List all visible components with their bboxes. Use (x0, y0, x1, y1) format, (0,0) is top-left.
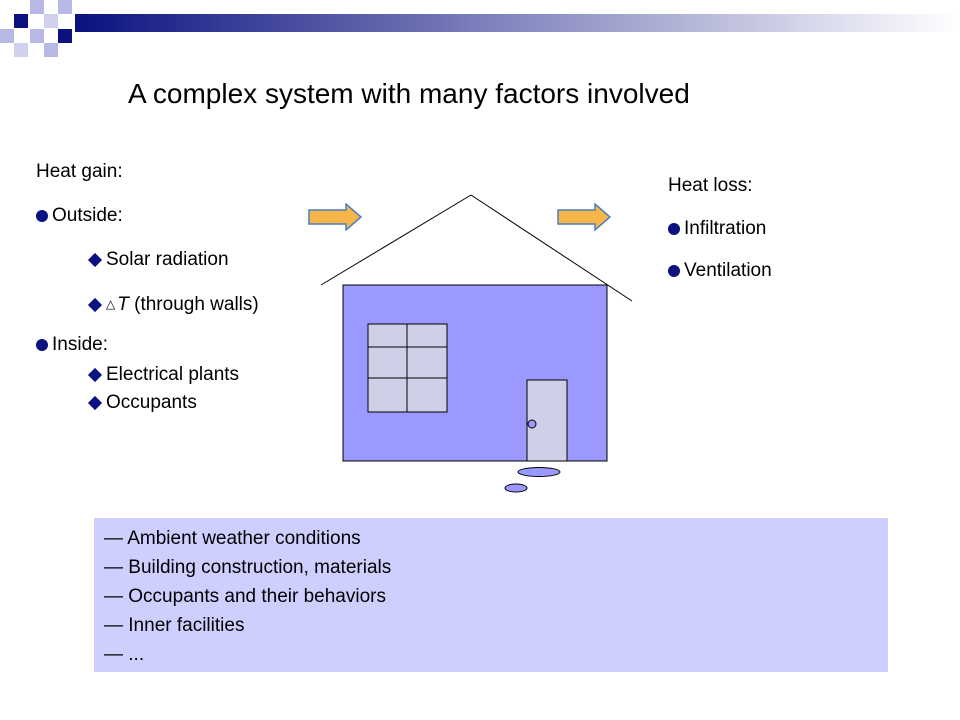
heat-gain-heading: Heat gain: (36, 161, 123, 182)
bullet-icon (668, 265, 680, 277)
outside-item: Outside: (36, 205, 123, 227)
bullet-icon (36, 339, 48, 351)
diamond-bullet-icon (87, 367, 103, 383)
inside-item: Inside: (36, 334, 108, 356)
delta-t-item: △T (through walls) (86, 293, 259, 316)
factor-item: — Inner facilities (104, 615, 245, 636)
factors-box: — Ambient weather conditions — Building … (94, 518, 888, 672)
deco-square (14, 43, 28, 57)
electrical-plants-item: Electrical plants (86, 364, 239, 386)
deco-square (30, 0, 44, 14)
stepping-stone (517, 467, 561, 477)
door (526, 379, 568, 462)
heat-loss-arrow-icon (557, 203, 611, 231)
solar-radiation-label: Solar radiation (106, 249, 229, 270)
infiltration-label: Infiltration (684, 218, 767, 239)
occupants-item: Occupants (86, 392, 197, 414)
factor-item: — Ambient weather conditions (104, 528, 361, 549)
diamond-bullet-icon (87, 395, 103, 411)
deco-square (30, 29, 44, 43)
deco-square (58, 29, 72, 43)
factor-item: — Building construction, materials (104, 557, 392, 578)
solar-radiation-item: Solar radiation (86, 249, 229, 271)
factor-item: — ... (104, 644, 145, 665)
diamond-bullet-icon (87, 297, 103, 313)
roof-left-line (320, 194, 472, 286)
inside-label: Inside: (52, 334, 108, 355)
delta-t-rest: (through walls) (128, 294, 259, 315)
deco-square (44, 43, 58, 57)
deco-square (44, 14, 58, 28)
heat-loss-heading: Heat loss: (668, 175, 753, 196)
heat-gain-arrow-icon (308, 203, 362, 231)
header-gradient-bar (75, 14, 960, 32)
house-illustration (320, 194, 633, 493)
occupants-label: Occupants (106, 392, 197, 413)
electrical-plants-label: Electrical plants (106, 364, 240, 385)
bullet-icon (668, 223, 680, 235)
header-decoration (0, 0, 960, 57)
ventilation-item: Ventilation (668, 260, 772, 282)
infiltration-item: Infiltration (668, 218, 766, 240)
ventilation-label: Ventilation (684, 260, 772, 281)
factor-item: — Occupants and their behaviors (104, 586, 386, 607)
outside-label: Outside: (52, 205, 123, 226)
slide-title: A complex system with many factors invol… (128, 78, 690, 109)
deco-square (58, 0, 72, 14)
bullet-icon (36, 210, 48, 222)
diamond-bullet-icon (87, 252, 103, 268)
door-knob (527, 419, 537, 429)
delta-icon: △ (106, 297, 116, 311)
roof-right-line (470, 194, 633, 302)
stepping-stone (504, 483, 528, 493)
deco-square (14, 14, 28, 28)
deco-square (0, 29, 14, 43)
